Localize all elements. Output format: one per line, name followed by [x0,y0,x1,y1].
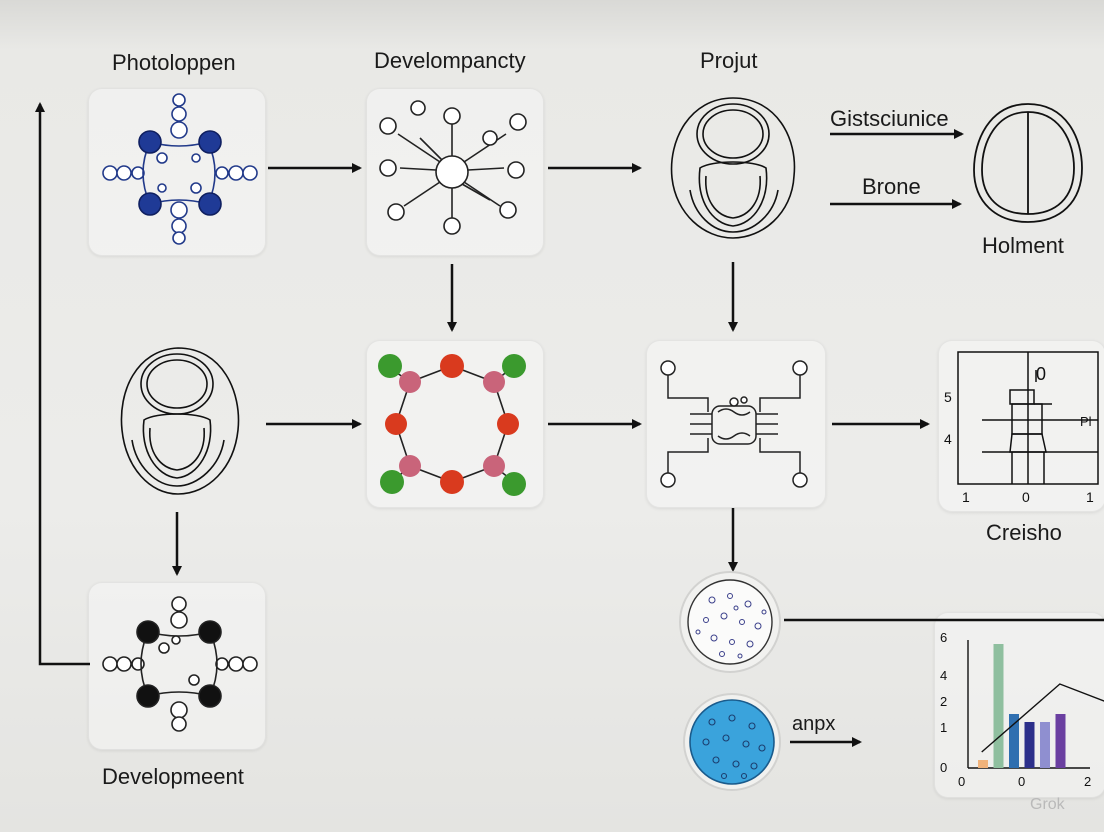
label-photoloppen: Photoloppen [112,50,236,75]
bar-xtick-2: 2 [1084,774,1091,789]
bar-ytick-4: 0 [940,760,947,775]
head-outline-top [670,97,796,239]
cell-blue [683,693,781,791]
red-green-ring [378,354,526,496]
label-anpx: anpx [792,713,836,735]
label-develompancty: Develompancty [374,48,526,73]
plot-box-figure [957,351,1099,485]
brain-outline [973,103,1083,223]
plot-tick-x-1b: 1 [1086,489,1094,505]
bar-ytick-0: 6 [940,630,947,645]
label-holment: Holment [982,233,1064,258]
molecule-black [102,596,258,732]
cell-outline [679,571,781,673]
bar-ytick-2: 2 [940,694,947,709]
molecule-blue [102,93,258,245]
label-developmeent: Developmeent [102,764,244,789]
label-brone: Brone [862,174,921,199]
bar-ytick-3: 1 [940,720,947,735]
plot-tick-x-0: 0 [1022,489,1030,505]
plot-tick-x-1a: 1 [962,489,970,505]
circuit-schematic [660,360,808,488]
bar-b4 [1024,722,1035,768]
bar-b1 [978,760,988,768]
bar-b3 [1009,714,1019,768]
feedback-loop-arrow [35,102,90,666]
plot-box-ticks: 5 4 1 0 1 0 Pl [944,364,1094,505]
head-outline-middle [120,347,240,495]
plot-tick-y-5: 5 [944,389,952,405]
watermark-text: Grok [1030,796,1065,813]
plot-tick-y-4: 4 [944,431,952,447]
plot-mark-o: 0 [1036,364,1046,384]
bar-ytick-1: 4 [940,668,947,683]
label-projut: Projut [700,48,758,73]
bar-chart-trend-line [981,683,1104,753]
bar-b5 [1040,722,1050,768]
bar-xtick-0: 0 [958,774,965,789]
bar-xtick-1: 0 [1018,774,1025,789]
bar-b6 [1055,714,1066,768]
arrows [35,102,1104,747]
bar-b2 [993,644,1004,768]
radial-molecule [379,100,527,235]
label-creisho: Creisho [986,520,1062,545]
plot-mark-pl: Pl [1080,414,1092,429]
label-gistsciunice: Gistsciunice [830,106,949,131]
